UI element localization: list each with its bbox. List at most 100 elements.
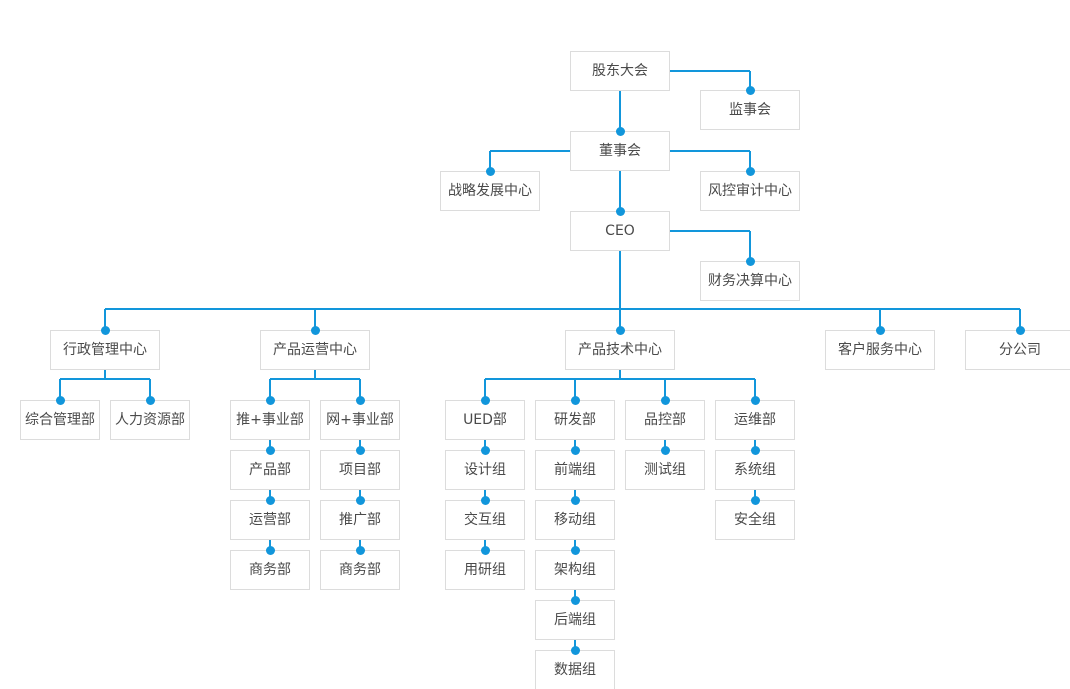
org-node-label: 品控部 (644, 412, 686, 428)
connector-dot (145, 395, 155, 405)
connector-dot (615, 126, 625, 136)
connector-dot (615, 325, 625, 335)
org-node[interactable]: 移动组 (535, 500, 615, 540)
connector-dot (570, 545, 580, 555)
org-node[interactable]: 客户服务中心 (825, 330, 935, 370)
connector-dot (355, 495, 365, 505)
org-node[interactable]: 推+事业部 (230, 400, 310, 440)
connector-dot (570, 645, 580, 655)
org-node-label: 行政管理中心 (63, 342, 147, 358)
connector-dot (310, 325, 320, 335)
org-node[interactable]: 财务决算中心 (700, 261, 800, 301)
connector-dot (745, 256, 755, 266)
org-node-label: 财务决算中心 (708, 273, 792, 289)
org-node[interactable]: 推广部 (320, 500, 400, 540)
org-node[interactable]: 后端组 (535, 600, 615, 640)
org-node[interactable]: 风控审计中心 (700, 171, 800, 211)
connector-dot (355, 545, 365, 555)
org-node[interactable]: 人力资源部 (110, 400, 190, 440)
org-node-label: 运营部 (249, 512, 291, 528)
org-node[interactable]: 项目部 (320, 450, 400, 490)
org-node-label: 系统组 (734, 462, 776, 478)
org-node[interactable]: 研发部 (535, 400, 615, 440)
org-node[interactable]: 交互组 (445, 500, 525, 540)
connector-dot (750, 395, 760, 405)
org-node-label: 交互组 (464, 512, 506, 528)
org-node-label: 董事会 (599, 143, 641, 159)
org-node[interactable]: 品控部 (625, 400, 705, 440)
org-node[interactable]: 用研组 (445, 550, 525, 590)
org-node[interactable]: 运维部 (715, 400, 795, 440)
org-node-label: 产品运营中心 (273, 342, 357, 358)
org-node[interactable]: 监事会 (700, 90, 800, 130)
org-node-label: 项目部 (339, 462, 381, 478)
org-node[interactable]: 系统组 (715, 450, 795, 490)
connector-dot (660, 395, 670, 405)
org-node-label: 商务部 (249, 562, 291, 578)
connector-dot (355, 445, 365, 455)
org-node[interactable]: 董事会 (570, 131, 670, 171)
connector-dot (480, 545, 490, 555)
org-node-label: 运维部 (734, 412, 776, 428)
org-node-label: 监事会 (729, 102, 771, 118)
connector-dot (100, 325, 110, 335)
connector-dot (265, 395, 275, 405)
org-node-label: 测试组 (644, 462, 686, 478)
org-node[interactable]: 商务部 (230, 550, 310, 590)
org-node[interactable]: UED部 (445, 400, 525, 440)
org-node-label: 分公司 (999, 342, 1041, 358)
connector-dot (265, 545, 275, 555)
connector-dot (265, 495, 275, 505)
connector-dot (485, 166, 495, 176)
org-node-label: 人力资源部 (115, 412, 185, 428)
org-node[interactable]: 行政管理中心 (50, 330, 160, 370)
org-node-label: 网+事业部 (326, 412, 394, 428)
org-node[interactable]: 产品技术中心 (565, 330, 675, 370)
org-node-label: UED部 (463, 412, 507, 428)
connector-dot (570, 595, 580, 605)
org-node[interactable]: 架构组 (535, 550, 615, 590)
org-node[interactable]: 股东大会 (570, 51, 670, 91)
org-node-label: CEO (605, 223, 635, 239)
connector-dot (265, 445, 275, 455)
org-node-label: 战略发展中心 (448, 183, 532, 199)
connector-dot (750, 445, 760, 455)
org-node[interactable]: 测试组 (625, 450, 705, 490)
org-node[interactable]: 产品运营中心 (260, 330, 370, 370)
connector-dot (660, 445, 670, 455)
org-node-label: 客户服务中心 (838, 342, 922, 358)
connector-dot (1015, 325, 1025, 335)
org-node-label: 后端组 (554, 612, 596, 628)
connector-dot (355, 395, 365, 405)
org-node-label: 产品部 (249, 462, 291, 478)
org-node-label: 移动组 (554, 512, 596, 528)
org-node[interactable]: CEO (570, 211, 670, 251)
org-node-label: 架构组 (554, 562, 596, 578)
org-node[interactable]: 综合管理部 (20, 400, 100, 440)
connector-dot (745, 85, 755, 95)
connector-dot (745, 166, 755, 176)
org-node[interactable]: 产品部 (230, 450, 310, 490)
connector-dot (480, 445, 490, 455)
connector-dot (570, 445, 580, 455)
org-node[interactable]: 战略发展中心 (440, 171, 540, 211)
org-node[interactable]: 运营部 (230, 500, 310, 540)
org-node[interactable]: 分公司 (965, 330, 1070, 370)
org-node[interactable]: 设计组 (445, 450, 525, 490)
org-node-label: 产品技术中心 (578, 342, 662, 358)
org-node-label: 用研组 (464, 562, 506, 578)
org-node[interactable]: 安全组 (715, 500, 795, 540)
org-node-label: 安全组 (734, 512, 776, 528)
org-node[interactable]: 前端组 (535, 450, 615, 490)
org-node[interactable]: 商务部 (320, 550, 400, 590)
org-node-label: 股东大会 (592, 63, 648, 79)
org-node-label: 数据组 (554, 662, 596, 678)
connector-dot (750, 495, 760, 505)
org-node[interactable]: 数据组 (535, 650, 615, 689)
connector-dot (570, 495, 580, 505)
org-node-label: 前端组 (554, 462, 596, 478)
connector-dot (875, 325, 885, 335)
org-node[interactable]: 网+事业部 (320, 400, 400, 440)
org-node-label: 综合管理部 (25, 412, 95, 428)
